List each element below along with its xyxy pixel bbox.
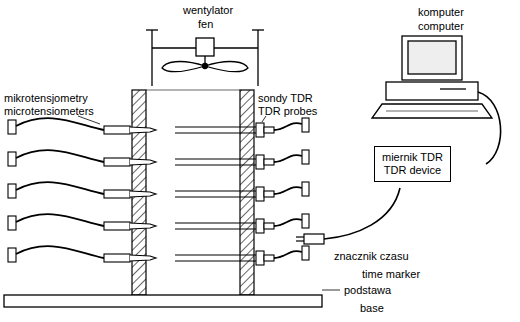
stand-post xyxy=(8,152,16,166)
probe-rod xyxy=(175,190,256,191)
probe-rod xyxy=(175,228,256,229)
tensiometer-cable xyxy=(16,150,104,162)
stand-post xyxy=(302,150,309,164)
tensiometer-tip xyxy=(130,223,156,229)
stand-post xyxy=(8,120,16,134)
tensiometer-tip xyxy=(130,191,156,197)
time-marker-plug xyxy=(296,234,324,244)
probe-rod xyxy=(175,164,256,165)
base-plate xyxy=(4,295,322,307)
callout-label: microtensiometers xyxy=(4,105,94,118)
stand-post xyxy=(302,214,309,228)
probe-head xyxy=(256,187,264,201)
probe-rod xyxy=(175,260,256,261)
callout-label: base xyxy=(360,302,384,315)
tensiometer-tip xyxy=(130,159,156,165)
label: komputer xyxy=(418,6,464,19)
fan xyxy=(146,30,264,86)
probe-connector xyxy=(264,191,274,197)
device-label: miernik TDR xyxy=(382,151,443,164)
tensiometer-cable xyxy=(16,182,104,194)
callout-label: TDR probes xyxy=(258,105,317,118)
callout-label: mikrotensjometry xyxy=(4,92,88,105)
tensiometer-tip xyxy=(130,255,156,261)
probe-connector xyxy=(264,223,274,229)
probe-connector xyxy=(264,159,274,165)
probe-rod xyxy=(175,132,256,133)
probe-head xyxy=(256,155,264,169)
callout-label: znacznik czasu xyxy=(334,250,409,263)
leader-line xyxy=(322,290,340,291)
probe-head xyxy=(256,251,264,265)
device-label: TDR device xyxy=(382,164,443,177)
probe-cable xyxy=(274,123,302,130)
probe-rod xyxy=(175,196,256,197)
stand-post xyxy=(302,182,309,196)
probe-rod xyxy=(175,222,256,223)
stand-post xyxy=(302,246,309,260)
probe-cable xyxy=(274,219,302,226)
leader-line xyxy=(78,116,100,124)
probe-rod xyxy=(175,254,256,255)
tensiometer-cable xyxy=(16,118,104,130)
stand-post xyxy=(302,118,309,132)
tensiometer-body xyxy=(104,126,130,134)
label: wentylator xyxy=(183,4,233,17)
tensiometer-body xyxy=(104,158,130,166)
callout-label: podstawa xyxy=(344,284,391,297)
probe-connector xyxy=(264,255,274,261)
probe-head xyxy=(256,123,264,137)
tensiometer-body xyxy=(104,254,130,262)
tensiometer-body xyxy=(104,222,130,230)
callout-label: sondy TDR xyxy=(258,92,313,105)
tensiometer-body xyxy=(104,190,130,198)
stand-post xyxy=(8,248,16,262)
probe-connector xyxy=(264,127,274,133)
label: fen xyxy=(198,18,213,31)
stand-post xyxy=(8,184,16,198)
tensiometer-cable xyxy=(16,246,104,258)
probe-cable xyxy=(274,155,302,162)
callout-label: time marker xyxy=(362,268,420,281)
tensiometer-cable xyxy=(16,214,104,226)
probe-head xyxy=(256,219,264,233)
cable xyxy=(324,188,400,239)
stand-post xyxy=(8,216,16,230)
probe-rod xyxy=(175,158,256,159)
sensor-rows xyxy=(8,118,309,265)
probe-cable xyxy=(274,251,302,258)
computer-icon xyxy=(372,36,492,118)
probe-rod xyxy=(175,126,256,127)
device-box: miernik TDRTDR device xyxy=(374,146,451,182)
tensiometer-tip xyxy=(130,127,156,133)
label: computer xyxy=(418,20,464,33)
cable xyxy=(478,92,501,164)
probe-cable xyxy=(274,187,302,194)
